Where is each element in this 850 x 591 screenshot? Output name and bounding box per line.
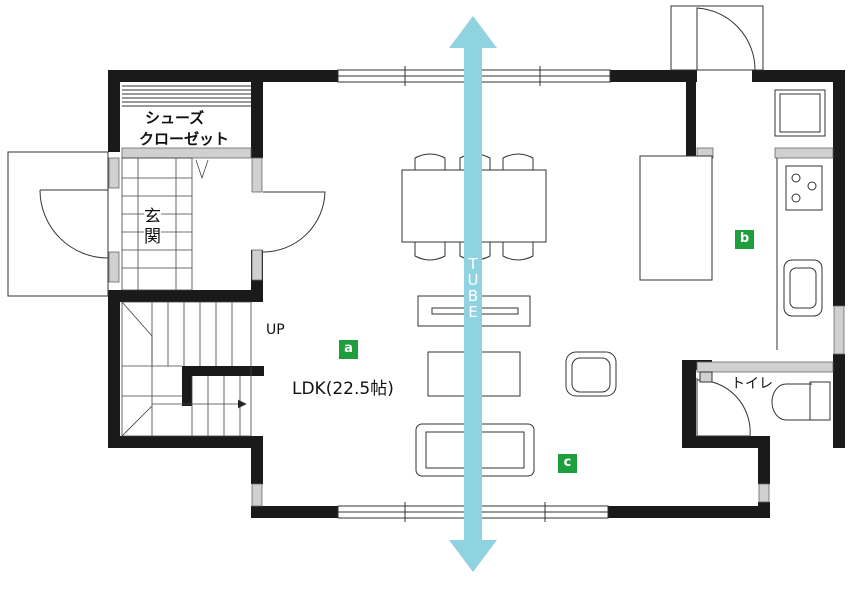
tube-letter: U bbox=[467, 271, 479, 289]
tube-letter: E bbox=[468, 303, 478, 321]
living-furniture bbox=[415, 295, 617, 477]
kitchen bbox=[639, 89, 826, 350]
entrance-porch bbox=[7, 151, 109, 297]
staircase bbox=[121, 301, 252, 437]
ldk-label: LDK(22.5帖) bbox=[292, 379, 394, 399]
glass-panels bbox=[108, 147, 845, 507]
tube-arrow bbox=[449, 16, 497, 572]
marker-c: c bbox=[558, 454, 577, 473]
entrance-inner-door bbox=[262, 191, 326, 253]
entrance-label-char2: 関 bbox=[144, 222, 161, 247]
shoe-closet-label-line2: クローゼット bbox=[139, 130, 230, 148]
tube-letter: B bbox=[467, 287, 479, 305]
outer-walls bbox=[108, 70, 845, 518]
entrance-floor-grid bbox=[121, 157, 209, 291]
tube-letter: T bbox=[468, 255, 478, 273]
balcony-door bbox=[670, 5, 764, 71]
marker-b: b bbox=[735, 230, 754, 249]
toilet-label: トイレ bbox=[731, 376, 773, 392]
shoe-closet-label-line1: シューズ bbox=[145, 109, 205, 127]
stairs-up-label: UP bbox=[266, 322, 285, 338]
toilet-room bbox=[696, 371, 831, 437]
shoe-closet bbox=[122, 85, 251, 107]
tube-label: T U B E bbox=[465, 256, 481, 320]
marker-a: a bbox=[339, 340, 358, 359]
